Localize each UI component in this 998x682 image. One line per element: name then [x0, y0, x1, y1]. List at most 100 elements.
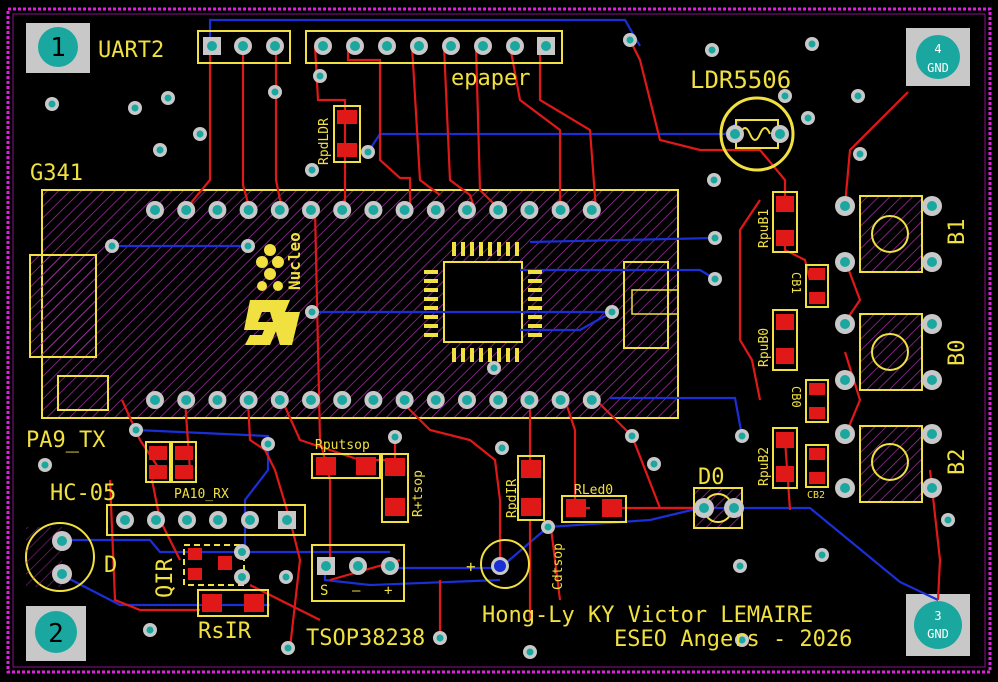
qfp-pin: [488, 242, 492, 256]
push-button-b2: [835, 424, 942, 503]
nucleo-text: Nucleo: [285, 232, 304, 290]
via-hole: [196, 130, 204, 138]
label-ldr: LDR5506: [690, 66, 791, 94]
nucleo-pin-top-hole: [337, 205, 348, 215]
label-cdtsop-plus: +: [466, 557, 476, 576]
label-uart2: UART2: [98, 38, 164, 63]
ldr-sensor: [719, 96, 795, 172]
corner-marker-bottom-right: 3 GND: [906, 594, 970, 656]
label-rputsop: Rputsop: [315, 438, 370, 453]
qfp-pin: [479, 242, 483, 256]
label-mcu: G341: [30, 161, 83, 186]
via-hole: [284, 644, 292, 652]
via-hole: [282, 573, 290, 581]
nucleo-footprint: [29, 189, 679, 419]
label-b2: B2: [945, 449, 970, 476]
qfp-pin: [497, 242, 501, 256]
label-tsop-pin-s: S: [320, 583, 328, 599]
qfp-pin: [470, 348, 474, 362]
via-hole: [48, 100, 56, 108]
qfp-pin: [488, 348, 492, 362]
qfp-pin: [452, 242, 456, 256]
qfp-pin: [506, 242, 510, 256]
qfp-pin: [479, 348, 483, 362]
corner-number-2: 2: [48, 619, 64, 649]
via-hole: [781, 92, 789, 100]
nucleo-pin-top-hole: [212, 205, 223, 215]
qfp-pin: [452, 348, 456, 362]
nucleo-pin-top-hole: [274, 205, 285, 215]
via-hole: [738, 636, 746, 644]
qfp-pin: [461, 242, 465, 256]
push-button-b0: [835, 313, 942, 391]
qfp-pin: [528, 306, 542, 310]
corner-net-gnd-bottom: GND: [927, 627, 949, 641]
nucleo-pin-bottom-hole: [555, 395, 566, 405]
via-hole: [854, 92, 862, 100]
via-hole: [628, 432, 636, 440]
vias: [38, 33, 955, 659]
via-hole: [856, 150, 864, 158]
push-button-b1: [835, 195, 942, 273]
corner-marker-top-right: 4 GND: [906, 28, 970, 86]
via-hole: [818, 551, 826, 559]
qfp-pin: [528, 315, 542, 319]
corner-marker-top-left: 1: [26, 23, 90, 73]
qfp-pin: [470, 242, 474, 256]
via-hole: [391, 433, 399, 441]
nucleo-pin-bottom-hole: [586, 395, 597, 405]
qfp-pin: [424, 315, 438, 319]
nucleo-pin-top-hole: [150, 205, 160, 215]
label-tsop: TSOP38238: [306, 626, 425, 651]
label-tsop-pin-plus: +: [384, 583, 392, 599]
via-hole: [804, 114, 812, 122]
via-hole: [436, 634, 444, 642]
via-hole: [526, 648, 534, 656]
via-hole: [131, 104, 139, 112]
nucleo-pin-top-hole: [430, 205, 441, 215]
qfp-pin: [424, 270, 438, 274]
label-cb2: CB2: [807, 490, 825, 501]
via-hole: [711, 234, 719, 242]
via-hole: [41, 461, 49, 469]
via-hole: [156, 146, 164, 154]
qir-transistor: [183, 544, 250, 586]
via-hole: [711, 275, 719, 283]
via-hole: [736, 562, 744, 570]
corner-number-1: 1: [50, 33, 66, 63]
via-hole: [164, 94, 172, 102]
rpdldr-resistor: [333, 105, 361, 163]
label-rpub0: RpuB0: [757, 328, 772, 367]
label-rled0: RLed0: [574, 483, 613, 498]
qfp-pin: [506, 348, 510, 362]
nucleo-pin-top-hole: [306, 205, 316, 215]
corner-marker-bottom-left: 2: [26, 606, 86, 661]
nucleo-pin-bottom-hole: [462, 395, 472, 405]
via-hole: [364, 148, 372, 156]
via-hole: [108, 242, 116, 250]
nucleo-pin-bottom-hole: [399, 395, 410, 405]
epaper-connector: [305, 30, 563, 64]
label-cb0: CB0: [789, 386, 803, 408]
label-hc05: HC-05: [50, 481, 116, 506]
tsop-receiver: [311, 544, 405, 602]
qfp-pin: [528, 288, 542, 292]
button-passives: [772, 191, 829, 489]
rled0-resistor: [561, 495, 627, 523]
qfp-pin: [497, 348, 501, 362]
nucleo-pin-bottom-hole: [306, 395, 316, 405]
nucleo-pin-top-hole: [243, 205, 254, 215]
qfp-pin: [528, 279, 542, 283]
via-hole: [308, 166, 316, 174]
credit-school: ESEO Angers - 2026: [614, 627, 852, 652]
label-rpub2: RpuB2: [757, 447, 772, 486]
qfp-pin: [528, 324, 542, 328]
via-hole: [808, 40, 816, 48]
via-hole: [264, 440, 272, 448]
label-tsop-pin-minus: –: [352, 583, 361, 599]
qfp-pin: [424, 279, 438, 283]
nucleo-pin-bottom-hole: [368, 395, 379, 405]
via-hole: [626, 36, 634, 44]
corner-number-4: 4: [934, 42, 941, 56]
